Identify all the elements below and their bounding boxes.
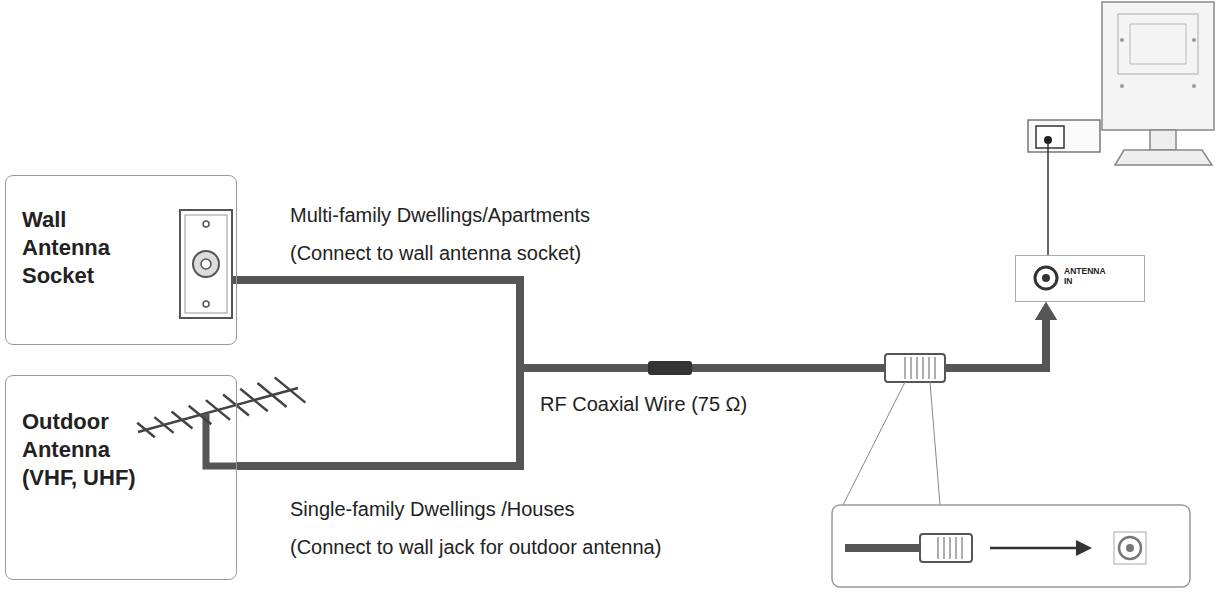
coax-cable (237, 320, 1046, 466)
antenna-jack (1035, 267, 1057, 289)
outdoor-antenna-box: Outdoor Antenna (VHF, UHF) (5, 375, 237, 580)
coax-plug (843, 354, 945, 505)
cable-label: RF Coaxial Wire (75 Ω) (540, 392, 747, 416)
dwelling-note: Multi-family Dwellings/Apartments (290, 203, 590, 227)
connection-inset (832, 505, 1190, 587)
outdoor-antenna (137, 377, 305, 466)
coax-joint (648, 361, 692, 375)
dwelling-note: (Connect to wall jack for outdoor antenn… (290, 535, 661, 559)
wall-socket-plate (180, 210, 238, 318)
node-label: Wall Antenna Socket (22, 206, 142, 290)
node-label: ANTENNA IN (1064, 266, 1108, 286)
antenna-in-port: ANTENNA IN (1015, 255, 1145, 302)
tv-rear (1028, 2, 1214, 255)
wall-socket-box: Wall Antenna Socket (5, 175, 237, 345)
dwelling-note: Single-family Dwellings /Houses (290, 497, 575, 521)
dwelling-note: (Connect to wall antenna socket) (290, 241, 581, 265)
node-label: Outdoor Antenna (VHF, UHF) (22, 408, 154, 492)
